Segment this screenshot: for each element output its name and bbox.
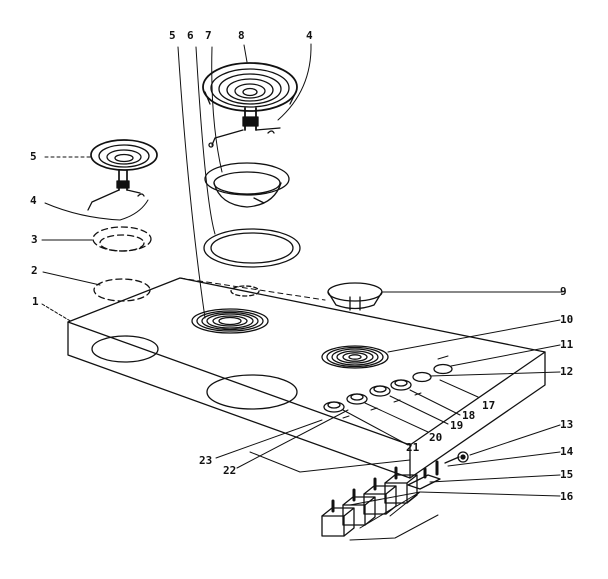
callout-22: 22	[223, 464, 237, 477]
callout-3: 3	[31, 233, 38, 246]
callout-20: 20	[429, 431, 443, 444]
callout-8: 8	[238, 29, 245, 42]
callout-12: 12	[560, 365, 574, 378]
callout-9: 9	[560, 285, 567, 298]
indicator-marks	[342, 355, 449, 419]
callout-14: 14	[560, 445, 574, 458]
panel-hole-rear	[230, 285, 260, 297]
callout-5-left: 5	[30, 150, 37, 163]
trim-ring	[203, 228, 301, 268]
receptacle-cup	[327, 282, 383, 311]
panel-hole-front-left	[91, 335, 159, 363]
callout-21: 21	[406, 441, 420, 454]
surface-unit-small	[87, 139, 158, 211]
drip-bowl	[204, 162, 290, 208]
surface-unit-large	[202, 62, 298, 148]
callout-17: 17	[482, 399, 496, 412]
callout-11: 11	[560, 338, 574, 351]
callout-1: 1	[32, 295, 39, 308]
callout-2: 2	[31, 264, 38, 277]
callout-4-left: 4	[30, 194, 37, 207]
trim-ring-small	[93, 278, 151, 302]
callout-16: 16	[560, 490, 574, 503]
callout-4-top: 4	[306, 29, 313, 42]
control-knobs	[323, 363, 453, 413]
switch-assembly	[321, 451, 469, 537]
callout-18: 18	[462, 409, 476, 422]
callout-23: 23	[199, 454, 213, 467]
callout-10: 10	[560, 313, 574, 326]
callout-13: 13	[560, 418, 574, 431]
callout-15: 15	[560, 468, 574, 481]
leader-lines	[41, 43, 563, 541]
coil-element-right	[321, 345, 389, 369]
callout-7: 7	[205, 29, 212, 42]
cooktop-panel	[67, 277, 546, 479]
callout-19: 19	[450, 419, 464, 432]
callout-5-top: 5	[169, 29, 176, 42]
callout-6: 6	[187, 29, 194, 42]
coil-element-rear-left	[191, 308, 269, 334]
panel-hole-front-right	[206, 374, 298, 410]
drip-bowl-small	[92, 226, 152, 252]
